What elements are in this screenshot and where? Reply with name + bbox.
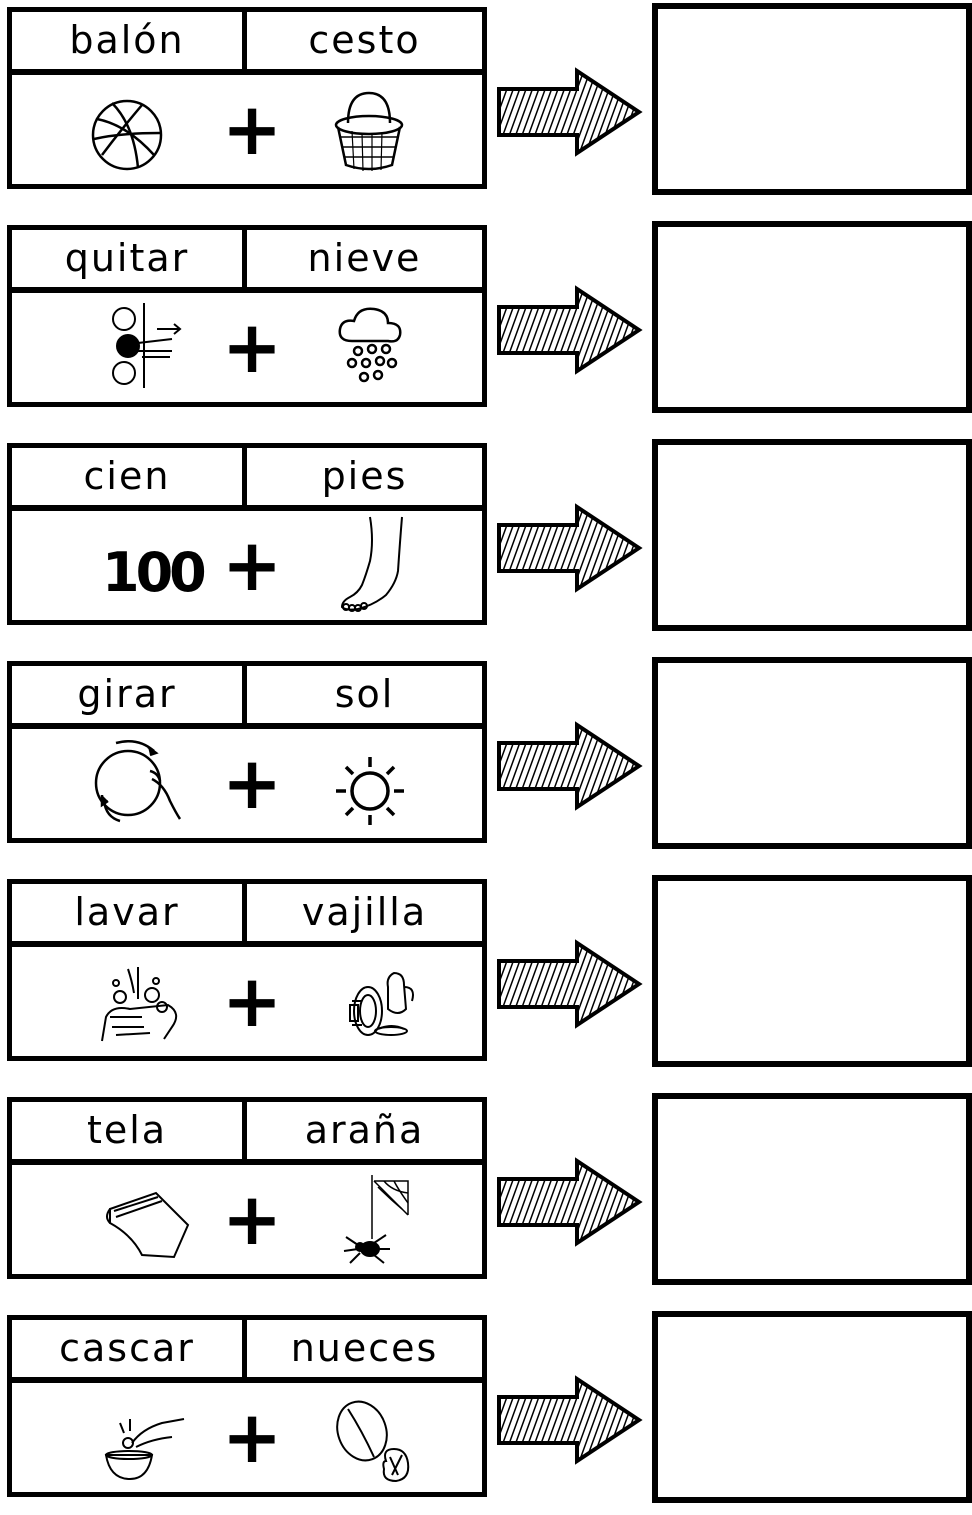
card-pictures: + <box>12 729 482 838</box>
arrow-icon <box>497 285 643 375</box>
answer-box[interactable] <box>652 1311 972 1503</box>
compound-word-card: tela araña + <box>7 1097 487 1279</box>
card-pictures: + <box>12 1383 482 1492</box>
basketball-icon <box>72 75 182 184</box>
card-header: quitar nieve <box>12 230 482 293</box>
card-header: cascar nueces <box>12 1320 482 1383</box>
card-header: cien pies <box>12 448 482 511</box>
walnut-icon <box>312 1383 422 1492</box>
compound-word-card: cien pies 100 + <box>7 443 487 625</box>
card-pictures: + <box>12 293 482 402</box>
right-word: sol <box>334 672 395 716</box>
snow-cloud-icon <box>312 293 422 402</box>
arrow-icon <box>497 721 643 811</box>
card-header: tela araña <box>12 1102 482 1165</box>
dishes-icon <box>312 947 422 1056</box>
card-pictures: 100 + <box>12 511 482 620</box>
plus-sign: + <box>221 741 283 825</box>
right-word: araña <box>304 1108 425 1152</box>
plus-sign: + <box>221 87 283 171</box>
left-word: cien <box>12 448 247 505</box>
card-pictures: + <box>12 1165 482 1274</box>
wash-hands-icon <box>72 947 182 1056</box>
answer-box[interactable] <box>652 875 972 1067</box>
answer-box[interactable] <box>652 3 972 195</box>
card-header: girar sol <box>12 666 482 729</box>
plus-sign: + <box>221 1177 283 1261</box>
plus-sign: + <box>221 1395 283 1479</box>
basket-icon <box>312 75 422 184</box>
left-word: tela <box>12 1102 247 1159</box>
arrow-icon <box>497 503 643 593</box>
card-header: balón cesto <box>12 12 482 75</box>
card-pictures: + <box>12 947 482 1056</box>
right-word: nueces <box>290 1326 439 1370</box>
compound-word-card: balón cesto + <box>7 7 487 189</box>
compound-word-card: cascar nueces + <box>7 1315 487 1497</box>
fabric-icon <box>72 1165 190 1274</box>
remove-icon <box>72 293 182 402</box>
right-word: nieve <box>307 236 422 280</box>
word-row: cien pies 100 + <box>0 439 972 643</box>
answer-box[interactable] <box>652 657 972 849</box>
left-word: cascar <box>12 1320 247 1377</box>
number-100: 100 <box>72 511 208 620</box>
left-word: girar <box>12 666 247 723</box>
compound-word-card: quitar nieve + <box>7 225 487 407</box>
left-word: quitar <box>12 230 247 287</box>
card-pictures: + <box>12 75 482 184</box>
answer-box[interactable] <box>652 1093 972 1285</box>
word-row: balón cesto + <box>0 3 972 207</box>
plus-sign: + <box>221 959 283 1043</box>
word-row: girar sol + <box>0 657 972 861</box>
arrow-icon <box>497 67 643 157</box>
word-row: cascar nueces + <box>0 1311 972 1515</box>
left-word: lavar <box>12 884 247 941</box>
rotate-hand-icon <box>72 729 182 838</box>
word-row: quitar nieve + <box>0 221 972 425</box>
arrow-icon <box>497 1375 643 1465</box>
right-word: vajilla <box>301 890 428 934</box>
right-word: cesto <box>308 18 421 62</box>
arrow-icon <box>497 939 643 1029</box>
answer-box[interactable] <box>652 439 972 631</box>
compound-word-card: lavar vajilla + <box>7 879 487 1061</box>
answer-box[interactable] <box>652 221 972 413</box>
sun-icon <box>312 729 422 838</box>
spider-icon <box>312 1165 422 1274</box>
plus-sign: + <box>221 523 283 607</box>
arrow-icon <box>497 1157 643 1247</box>
word-row: tela araña + <box>0 1093 972 1297</box>
hundred-label: 100 <box>102 541 204 604</box>
foot-icon <box>312 511 422 620</box>
card-header: lavar vajilla <box>12 884 482 947</box>
word-row: lavar vajilla + <box>0 875 972 1079</box>
left-word: balón <box>12 12 247 69</box>
plus-sign: + <box>221 305 283 389</box>
right-word: pies <box>321 454 408 498</box>
crack-icon <box>72 1383 185 1492</box>
compound-word-card: girar sol + <box>7 661 487 843</box>
